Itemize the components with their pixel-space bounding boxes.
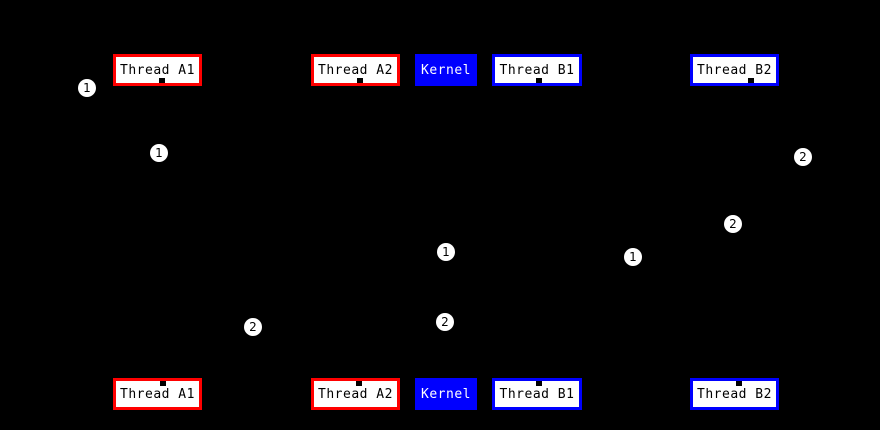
edge-attach-notch	[160, 381, 166, 386]
node-thread-b1-bottom: Thread B1	[492, 378, 582, 410]
step-marker-2: 2	[724, 215, 742, 233]
node-thread-a2-top: Thread A2	[311, 54, 400, 86]
node-thread-a1-top: Thread A1	[113, 54, 202, 86]
node-label: Thread A1	[120, 386, 195, 402]
node-label: Kernel	[421, 386, 471, 402]
node-label: Thread A1	[120, 62, 195, 78]
step-marker-2: 2	[436, 313, 454, 331]
edge-attach-notch	[736, 381, 742, 386]
node-thread-a1-bottom: Thread A1	[113, 378, 202, 410]
edge-attach-notch	[536, 381, 542, 386]
node-label: Thread B1	[499, 62, 575, 78]
step-marker-2: 2	[244, 318, 262, 336]
step-marker-1: 1	[78, 79, 96, 97]
edge-attach-notch	[536, 78, 542, 83]
node-kernel-bottom: Kernel	[415, 378, 477, 410]
edge-attach-notch	[748, 78, 754, 83]
node-thread-b1-top: Thread B1	[492, 54, 582, 86]
edge-attach-notch	[356, 381, 362, 386]
edge-attach-notch	[159, 78, 165, 83]
step-marker-1: 1	[150, 144, 168, 162]
node-label: Thread A2	[318, 62, 393, 78]
node-kernel-top: Kernel	[415, 54, 477, 86]
node-thread-b2-bottom: Thread B2	[690, 378, 779, 410]
step-marker-2: 2	[794, 148, 812, 166]
node-label: Kernel	[421, 62, 471, 78]
edge-attach-notch	[357, 78, 363, 83]
step-marker-1: 1	[437, 243, 455, 261]
node-thread-a2-bottom: Thread A2	[311, 378, 400, 410]
node-label: Thread B2	[697, 386, 772, 402]
step-marker-1: 1	[624, 248, 642, 266]
node-label: Thread A2	[318, 386, 393, 402]
node-label: Thread B1	[499, 386, 575, 402]
node-label: Thread B2	[697, 62, 772, 78]
node-thread-b2-top: Thread B2	[690, 54, 779, 86]
